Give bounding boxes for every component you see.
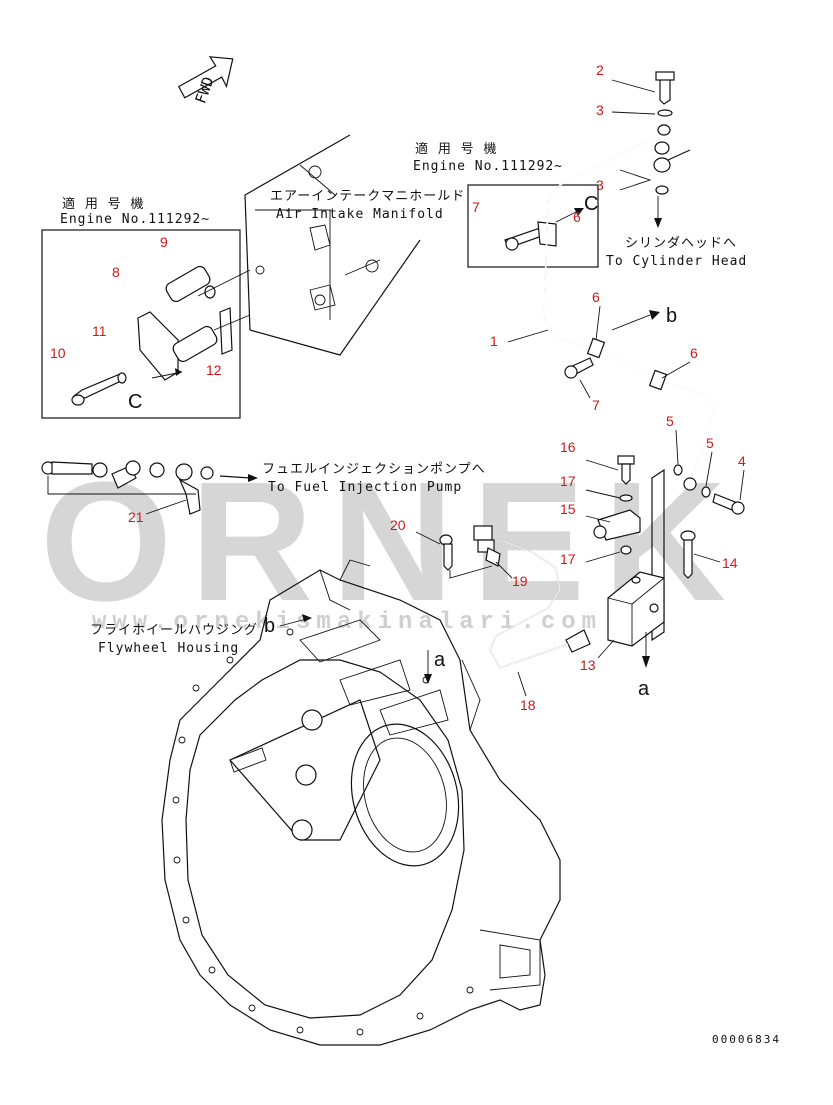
washer-part-3-top — [657, 109, 673, 117]
callout-19: 19 — [512, 573, 528, 589]
callout-12: 12 — [206, 362, 222, 378]
fuel-pump-label-jp: フュエルインジェクションポンプへ — [262, 462, 486, 477]
flywheel-label-jp: フライホイールハウジング — [90, 623, 258, 638]
callout-7-inset: 7 — [472, 199, 480, 215]
fwd-arrow-icon: FWD — [177, 56, 234, 106]
washer-part-17-bottom — [620, 545, 632, 555]
callout-18: 18 — [520, 697, 536, 713]
pipe-part-1 — [543, 124, 716, 491]
callout-9: 9 — [160, 234, 168, 250]
ref-letter-b-top: b — [666, 305, 677, 327]
sleeve-part-12 — [172, 325, 218, 363]
callout-8: 8 — [112, 264, 120, 280]
air-intake-label-en: Air Intake Manifold — [276, 207, 444, 222]
callout-6-inset: 6 — [573, 209, 581, 225]
air-intake-label-jp: エアーインテークマニホールド — [270, 189, 465, 204]
tube-part-18 — [489, 539, 569, 669]
fitting-part-18 — [565, 629, 591, 653]
callout-4: 4 — [738, 453, 746, 469]
callout-7: 7 — [592, 397, 600, 413]
callout-3-side: 3 — [596, 177, 604, 193]
sleeve-part-9 — [165, 265, 211, 303]
callout-17-b: 17 — [560, 551, 576, 567]
ref-letter-c-left: C — [128, 391, 142, 413]
callout-17-a: 17 — [560, 473, 576, 489]
cylinder-head-fitting — [653, 141, 691, 228]
bolt-part-7 — [564, 357, 594, 379]
ref-letter-a-bottom: a — [434, 649, 446, 671]
callout-14: 14 — [722, 555, 738, 571]
ref-letter-b-bottom: b — [264, 615, 275, 637]
drawing-code: 00006834 — [712, 1033, 781, 1046]
callout-6-b: 6 — [690, 345, 698, 361]
ref-letter-a-right: a — [638, 678, 650, 700]
bolt-part-16 — [617, 455, 635, 485]
air-intake-manifold — [244, 134, 421, 356]
callout-13: 13 — [580, 657, 596, 673]
callout-20: 20 — [390, 517, 406, 533]
washer-part-5 — [673, 464, 683, 476]
block-part-13 — [607, 571, 665, 647]
bolt-part-14 — [680, 530, 696, 579]
callout-5-b: 5 — [706, 435, 714, 451]
inset-box-left: 適 用 号 機 Engine No.111292~ C 9 8 11 10 12 — [41, 196, 251, 419]
bolt-part-4 — [712, 493, 745, 515]
connector-part-19 — [473, 525, 501, 567]
callout-21: 21 — [128, 509, 144, 525]
washer-part-11 — [117, 372, 127, 384]
cylinder-head-label-jp: シリンダヘッドへ — [625, 236, 737, 251]
callout-11: 11 — [92, 323, 107, 339]
plate-part-8 — [137, 311, 179, 381]
washer-part-5b — [701, 486, 711, 498]
flywheel-label-en: Flywheel Housing — [98, 641, 239, 656]
fuel-pump-label-en: To Fuel Injection Pump — [268, 480, 462, 495]
callout-3-top: 3 — [596, 102, 604, 118]
applicable-heading-1: 適 用 号 機 — [62, 196, 144, 212]
bolt-part-10 — [72, 373, 124, 399]
engine-number-1: Engine No.111292~ — [60, 212, 210, 227]
fuel-connector-part-21 — [41, 460, 258, 515]
engine-number-2: Engine No.111292~ — [413, 159, 563, 174]
bolt-part-20 — [439, 534, 453, 571]
cylinder-head-label-en: To Cylinder Head — [606, 254, 747, 269]
washer-part-17-top — [619, 494, 633, 502]
callout-15: 15 — [560, 501, 576, 517]
applicable-heading-2: 適 用 号 機 — [415, 141, 497, 157]
callout-10: 10 — [50, 345, 66, 361]
bolt-part-2 — [655, 71, 675, 105]
callout-2: 2 — [596, 62, 604, 78]
inset-box-right: 適 用 号 機 Engine No.111292~ C 7 6 — [413, 141, 599, 268]
watermark: ORNEK www.ornekismakinalari.com.tr — [40, 447, 726, 637]
sensor-part-15 — [593, 509, 641, 541]
callout-16: 16 — [560, 439, 576, 455]
callout-5-a: 5 — [666, 413, 674, 429]
ref-letter-c-right: C — [584, 193, 598, 215]
callout-6-a: 6 — [592, 289, 600, 305]
watermark-url: www.ornekismakinalari.com.tr — [92, 609, 663, 636]
callout-1: 1 — [490, 333, 498, 349]
